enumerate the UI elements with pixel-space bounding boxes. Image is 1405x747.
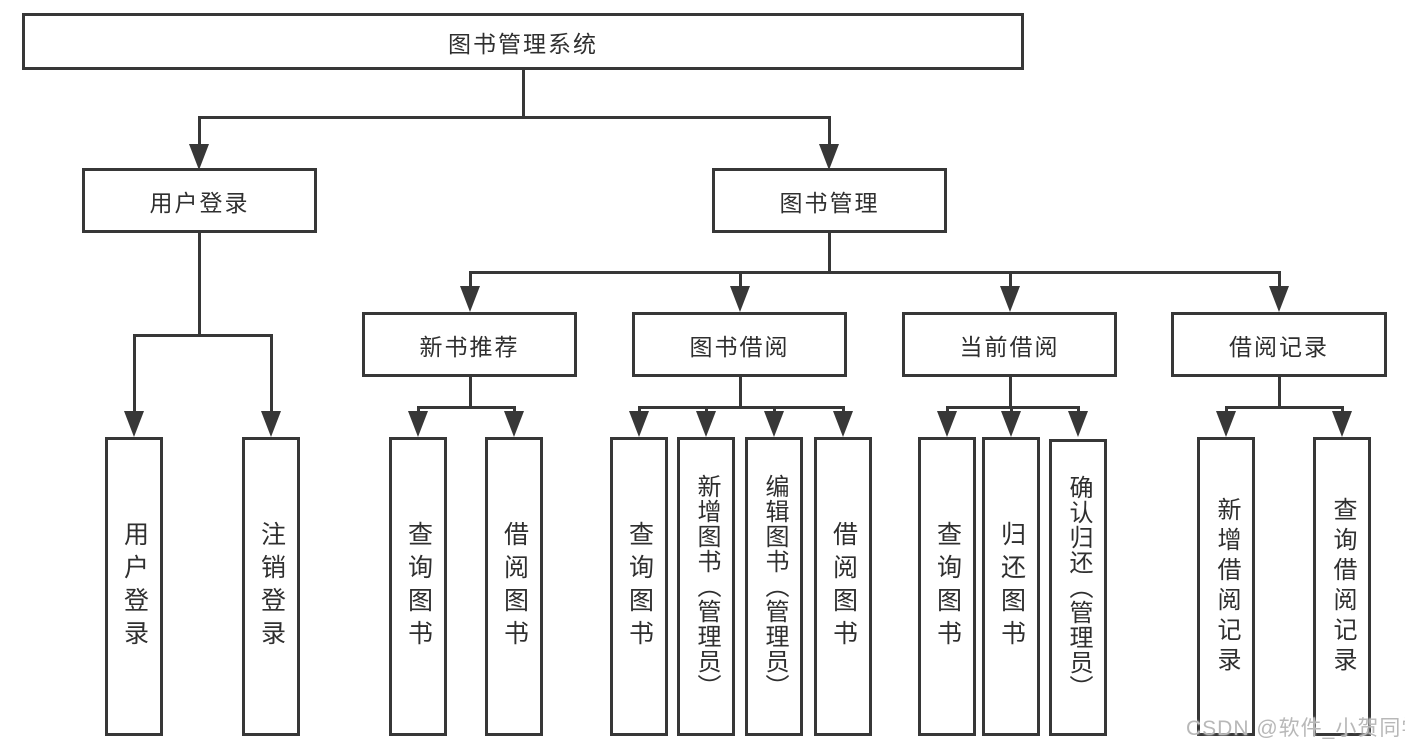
leaf-user-login: 用户登录 bbox=[105, 437, 163, 736]
csdn-watermark: CSDN @软件_小贺同学 bbox=[1186, 717, 1405, 740]
arrow-down-icon bbox=[460, 286, 480, 312]
arrow-down-icon bbox=[1001, 411, 1021, 437]
arrow-down-icon bbox=[261, 411, 281, 437]
arrow-down-icon bbox=[1068, 411, 1088, 437]
leaf-confirm-return-admin: 确认归还（管理员） bbox=[1049, 439, 1107, 736]
node-new-book-recommend: 新书推荐 bbox=[362, 312, 577, 377]
leaf-query-borrow-record: 查询借阅记录 bbox=[1313, 437, 1371, 736]
connector-line bbox=[1008, 272, 1012, 288]
arrow-down-icon bbox=[764, 411, 784, 437]
node-current-borrow: 当前借阅 bbox=[902, 312, 1117, 377]
arrow-down-icon bbox=[1216, 411, 1236, 437]
leaf-borrow-books: 借阅图书 bbox=[485, 437, 543, 736]
connector-line bbox=[945, 405, 1080, 409]
node-borrow-records: 借阅记录 bbox=[1171, 312, 1387, 377]
leaf-borrow-books: 借阅图书 bbox=[814, 437, 872, 736]
arrow-down-icon bbox=[696, 411, 716, 437]
arrow-down-icon bbox=[819, 144, 839, 170]
arrow-down-icon bbox=[408, 411, 428, 437]
arrow-down-icon bbox=[629, 411, 649, 437]
connector-line bbox=[738, 377, 742, 407]
connector-line bbox=[827, 117, 831, 147]
node-user-login: 用户登录 bbox=[82, 168, 317, 233]
leaf-query-books: 查询图书 bbox=[918, 437, 976, 736]
leaf-add-books-admin: 新增图书（管理员） bbox=[677, 437, 735, 736]
node-book-borrow: 图书借阅 bbox=[632, 312, 847, 377]
node-root-library-system: 图书管理系统 bbox=[22, 13, 1024, 70]
connector-line bbox=[132, 335, 136, 415]
connector-line bbox=[1277, 377, 1281, 407]
connector-line bbox=[197, 115, 831, 119]
connector-line bbox=[468, 272, 472, 288]
leaf-return-books: 归还图书 bbox=[982, 437, 1040, 736]
connector-line bbox=[468, 377, 472, 407]
leaf-edit-books-admin: 编辑图书（管理员） bbox=[745, 437, 803, 736]
leaf-add-borrow-record: 新增借阅记录 bbox=[1197, 437, 1255, 736]
connector-line bbox=[827, 233, 831, 273]
connector-line bbox=[521, 70, 525, 117]
connector-line bbox=[197, 117, 201, 147]
leaf-logout: 注销登录 bbox=[242, 437, 300, 736]
connector-line bbox=[1224, 405, 1344, 409]
arrow-down-icon bbox=[1000, 286, 1020, 312]
arrow-down-icon bbox=[189, 144, 209, 170]
connector-line bbox=[637, 405, 845, 409]
arrow-down-icon bbox=[1332, 411, 1352, 437]
connector-line bbox=[416, 405, 516, 409]
arrow-down-icon bbox=[504, 411, 524, 437]
connector-line bbox=[738, 272, 742, 288]
arrow-down-icon bbox=[833, 411, 853, 437]
arrow-down-icon bbox=[730, 286, 750, 312]
leaf-query-books: 查询图书 bbox=[610, 437, 668, 736]
arrow-down-icon bbox=[124, 411, 144, 437]
connector-line bbox=[468, 270, 1281, 274]
connector-line bbox=[132, 333, 273, 337]
node-book-management: 图书管理 bbox=[712, 168, 947, 233]
connector-line bbox=[1277, 272, 1281, 288]
leaf-query-books: 查询图书 bbox=[389, 437, 447, 736]
arrow-down-icon bbox=[1269, 286, 1289, 312]
connector-line bbox=[1008, 377, 1012, 407]
arrow-down-icon bbox=[937, 411, 957, 437]
connector-line bbox=[197, 233, 201, 336]
connector-line bbox=[269, 335, 273, 415]
